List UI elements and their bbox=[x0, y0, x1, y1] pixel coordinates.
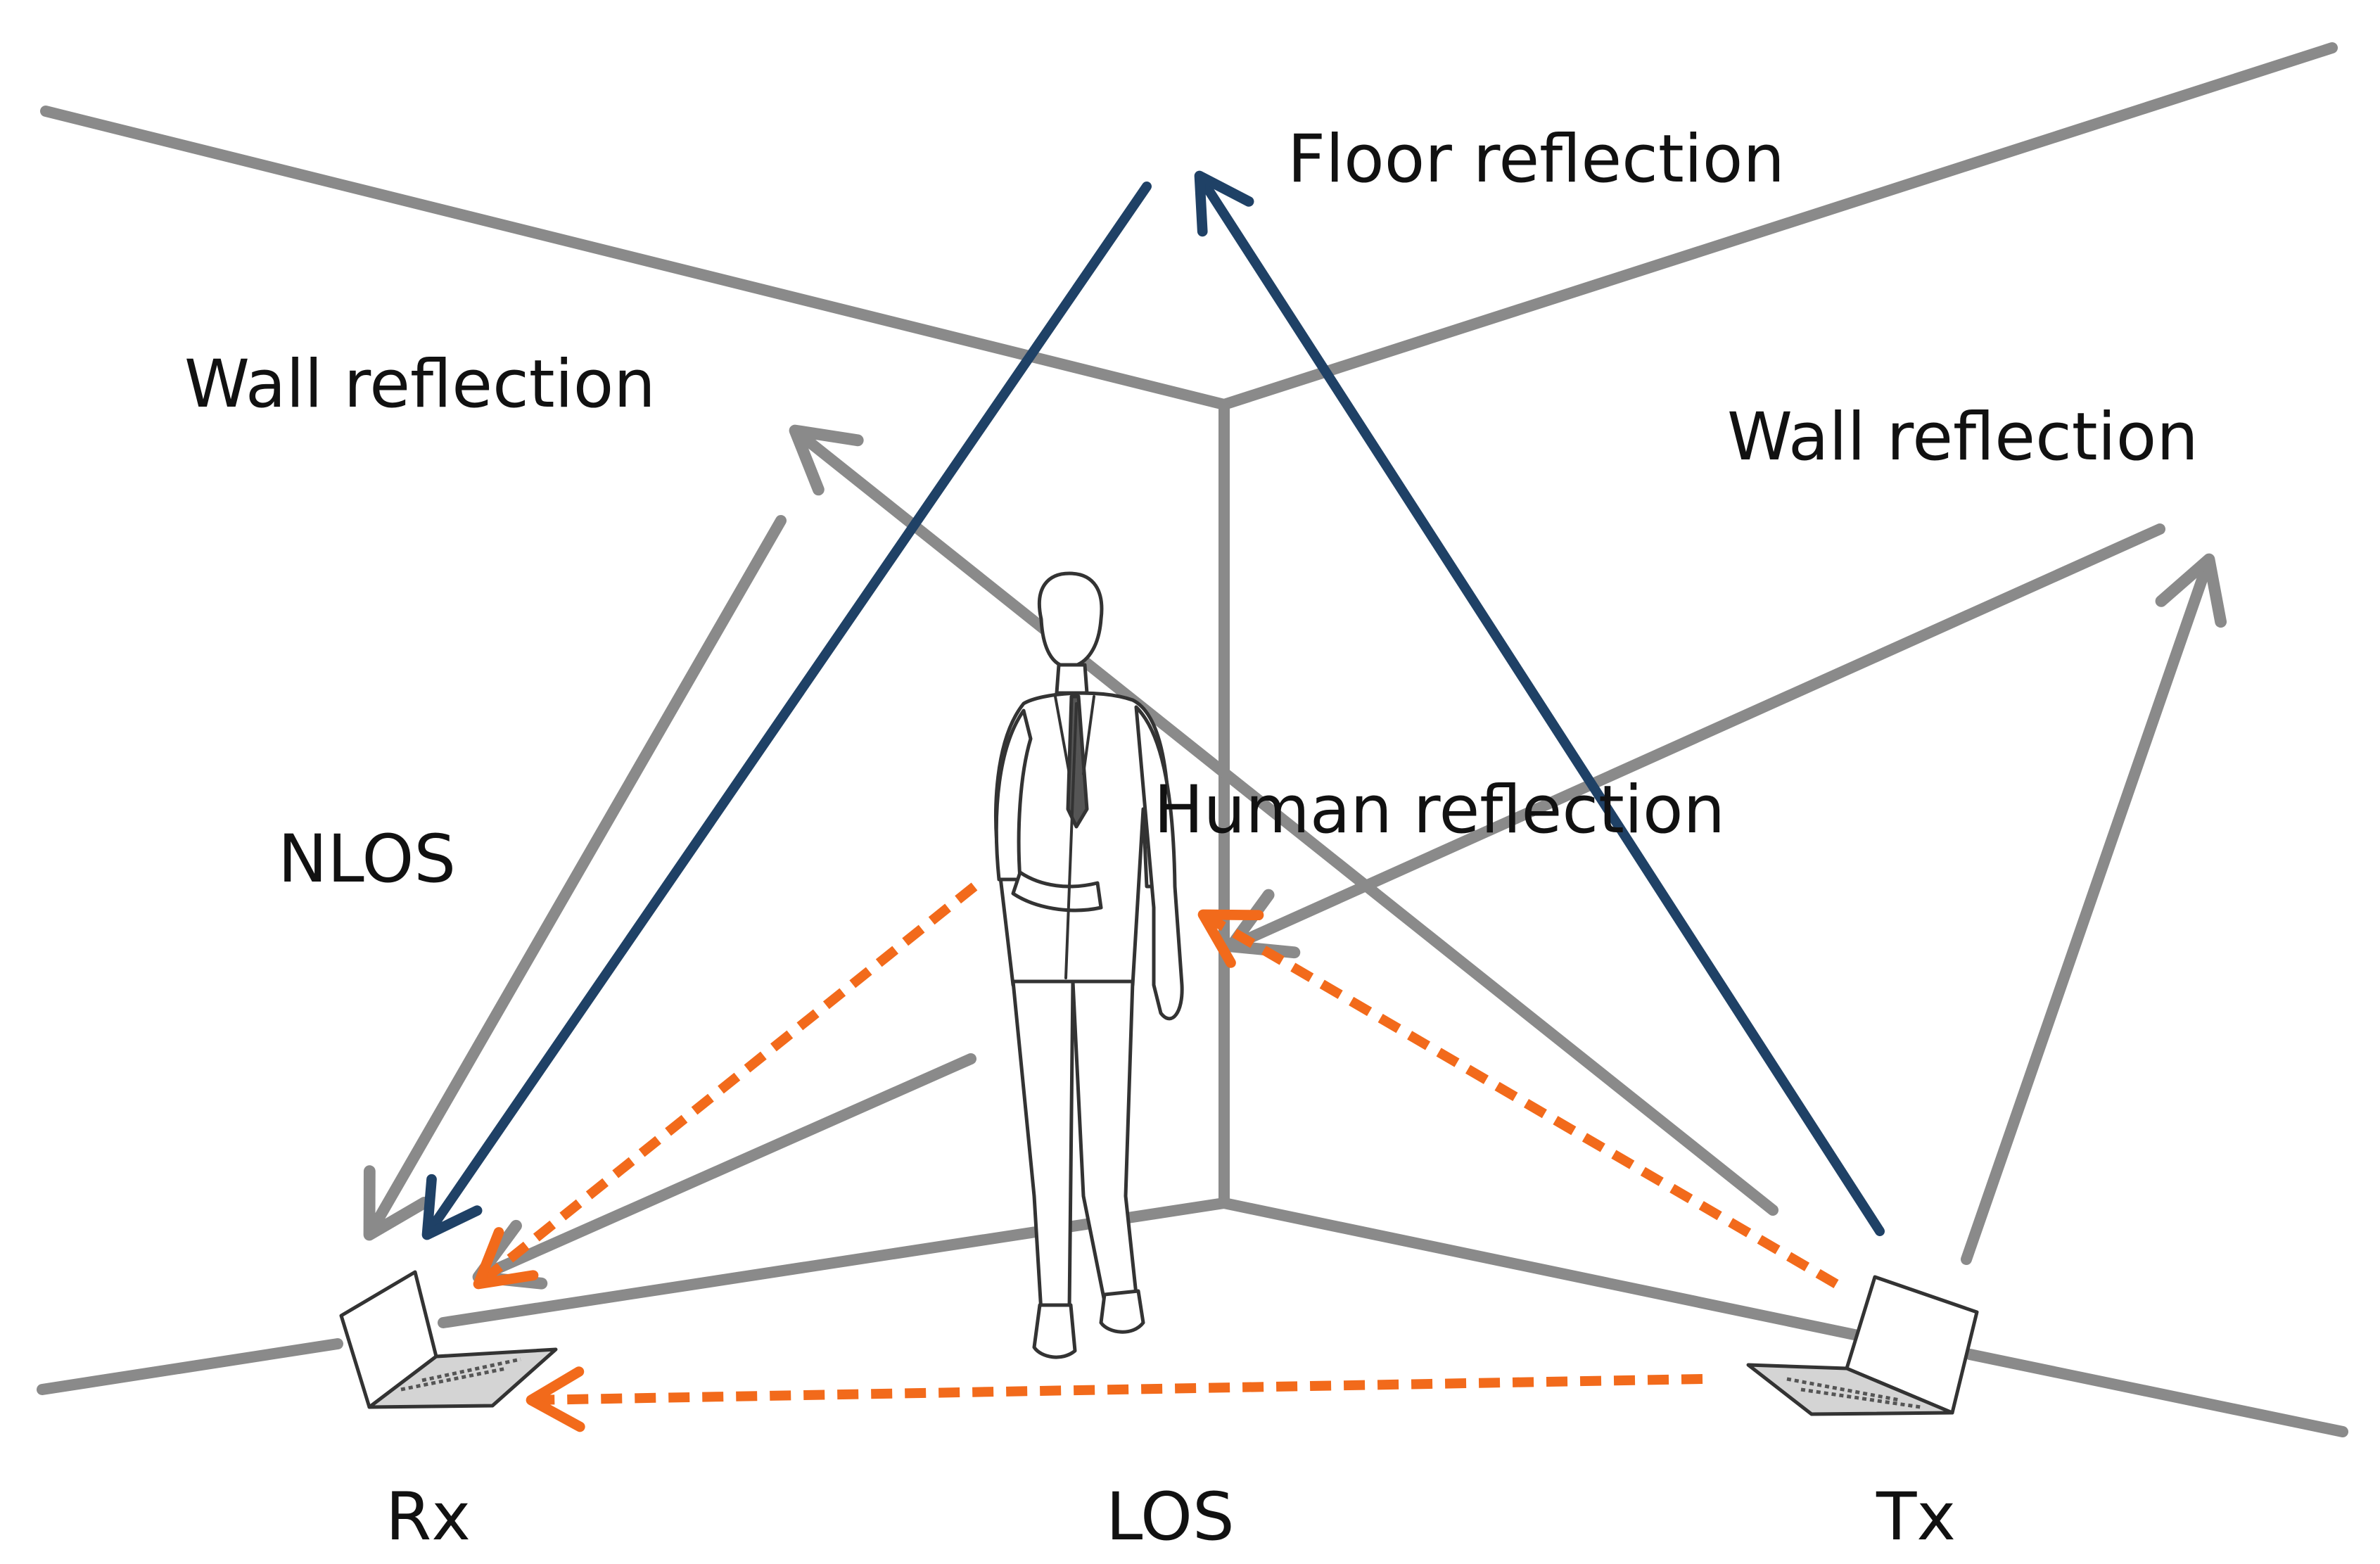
person-forearm bbox=[1011, 870, 1103, 913]
tx-label: Tx bbox=[1876, 1479, 1956, 1556]
tx-laptop-icon bbox=[1746, 1275, 1979, 1416]
person-arm-left bbox=[994, 708, 1033, 882]
person-arm-right bbox=[1134, 705, 1184, 1021]
person-lapel-right bbox=[1082, 695, 1095, 775]
human-reflection-label: Human reflection bbox=[1154, 772, 1726, 848]
tx-keyboard-row-1 bbox=[1786, 1377, 1900, 1402]
person-shoe-left bbox=[1032, 1303, 1077, 1359]
person-head bbox=[1037, 571, 1104, 669]
wall-reflection-paths bbox=[363, 424, 2227, 1290]
nlos-return-path bbox=[363, 515, 787, 1241]
floor-reflection-label: Floor reflection bbox=[1287, 121, 1785, 198]
person-leg-right bbox=[1071, 979, 1138, 1304]
floor-reflection-paths bbox=[421, 170, 1885, 1240]
floor-reflection-return bbox=[421, 182, 1152, 1240]
floor-edge-left-outer bbox=[37, 1338, 343, 1395]
wall-reflection-left-label: Wall reflection bbox=[184, 346, 656, 423]
floor-edge-right-outer bbox=[1964, 1349, 2348, 1437]
person-lapel-left bbox=[1054, 695, 1071, 775]
tx-keyboard-row-2 bbox=[1800, 1387, 1921, 1409]
person-neck bbox=[1055, 663, 1089, 695]
person-leg-left bbox=[1011, 979, 1075, 1314]
wall-reflection-right-label: Wall reflection bbox=[1727, 399, 2198, 476]
los-label: LOS bbox=[1106, 1479, 1235, 1556]
ceiling-edge-right bbox=[1218, 42, 2338, 410]
los-path bbox=[526, 1366, 1703, 1432]
human-to-rx-reflection-path bbox=[473, 882, 978, 1290]
person-figure bbox=[994, 571, 1184, 1359]
human-to-rx-path bbox=[472, 1053, 976, 1290]
wall-reflection-right-outgoing bbox=[1961, 553, 2227, 1265]
rx-keyboard-row-1 bbox=[400, 1366, 507, 1392]
rx-keyboard-row-2 bbox=[421, 1357, 521, 1382]
floor-reflection-outgoing bbox=[1194, 170, 1885, 1236]
floor-edge-right bbox=[1218, 1197, 1870, 1342]
person-shoe-right bbox=[1099, 1289, 1145, 1334]
tx-to-human-path bbox=[1197, 909, 1839, 1289]
rx-laptop-icon bbox=[339, 1270, 558, 1409]
direct-and-human-paths bbox=[473, 882, 1839, 1432]
person-jacket-seam bbox=[1064, 702, 1078, 979]
rx-label: Rx bbox=[386, 1479, 471, 1556]
wall-to-human-path bbox=[1225, 523, 2165, 959]
room-outline bbox=[37, 42, 2348, 1437]
wall-reflection-left-outgoing bbox=[789, 424, 1778, 1216]
nlos-label: NLOS bbox=[278, 821, 456, 898]
